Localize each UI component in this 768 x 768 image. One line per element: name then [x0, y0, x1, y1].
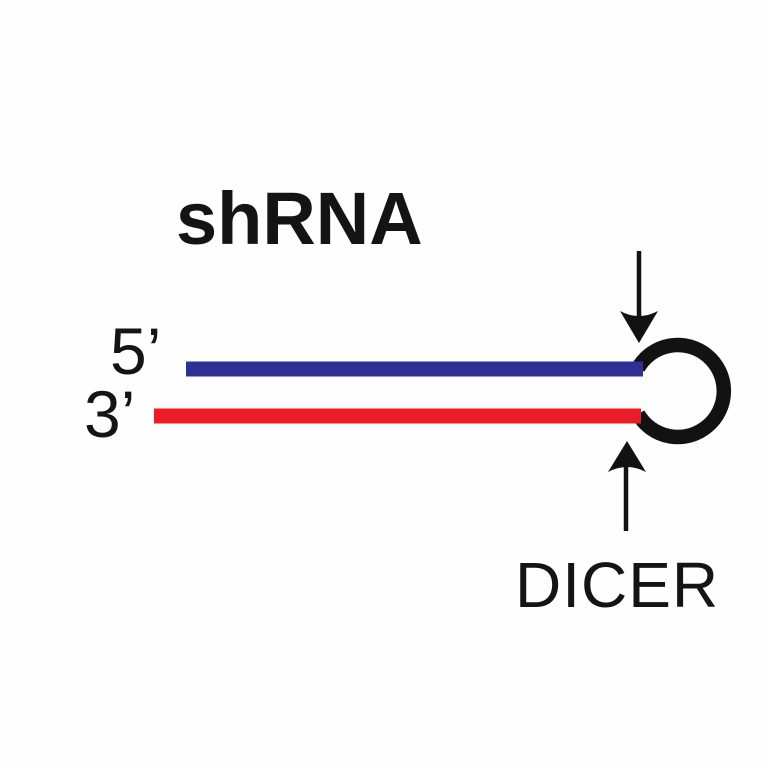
arrow-up-head: [608, 441, 646, 472]
three-prime-label: 3’: [84, 377, 136, 451]
dicer-enzyme-label: DICER: [515, 549, 720, 621]
five-prime-label: 5’: [110, 314, 162, 388]
hairpin-loop-icon: [631, 337, 732, 445]
arrow-down-head: [620, 311, 658, 343]
arrow-up-icon: [608, 441, 646, 531]
diagram-title: shRNA: [176, 177, 423, 260]
arrow-down-icon: [620, 251, 658, 343]
